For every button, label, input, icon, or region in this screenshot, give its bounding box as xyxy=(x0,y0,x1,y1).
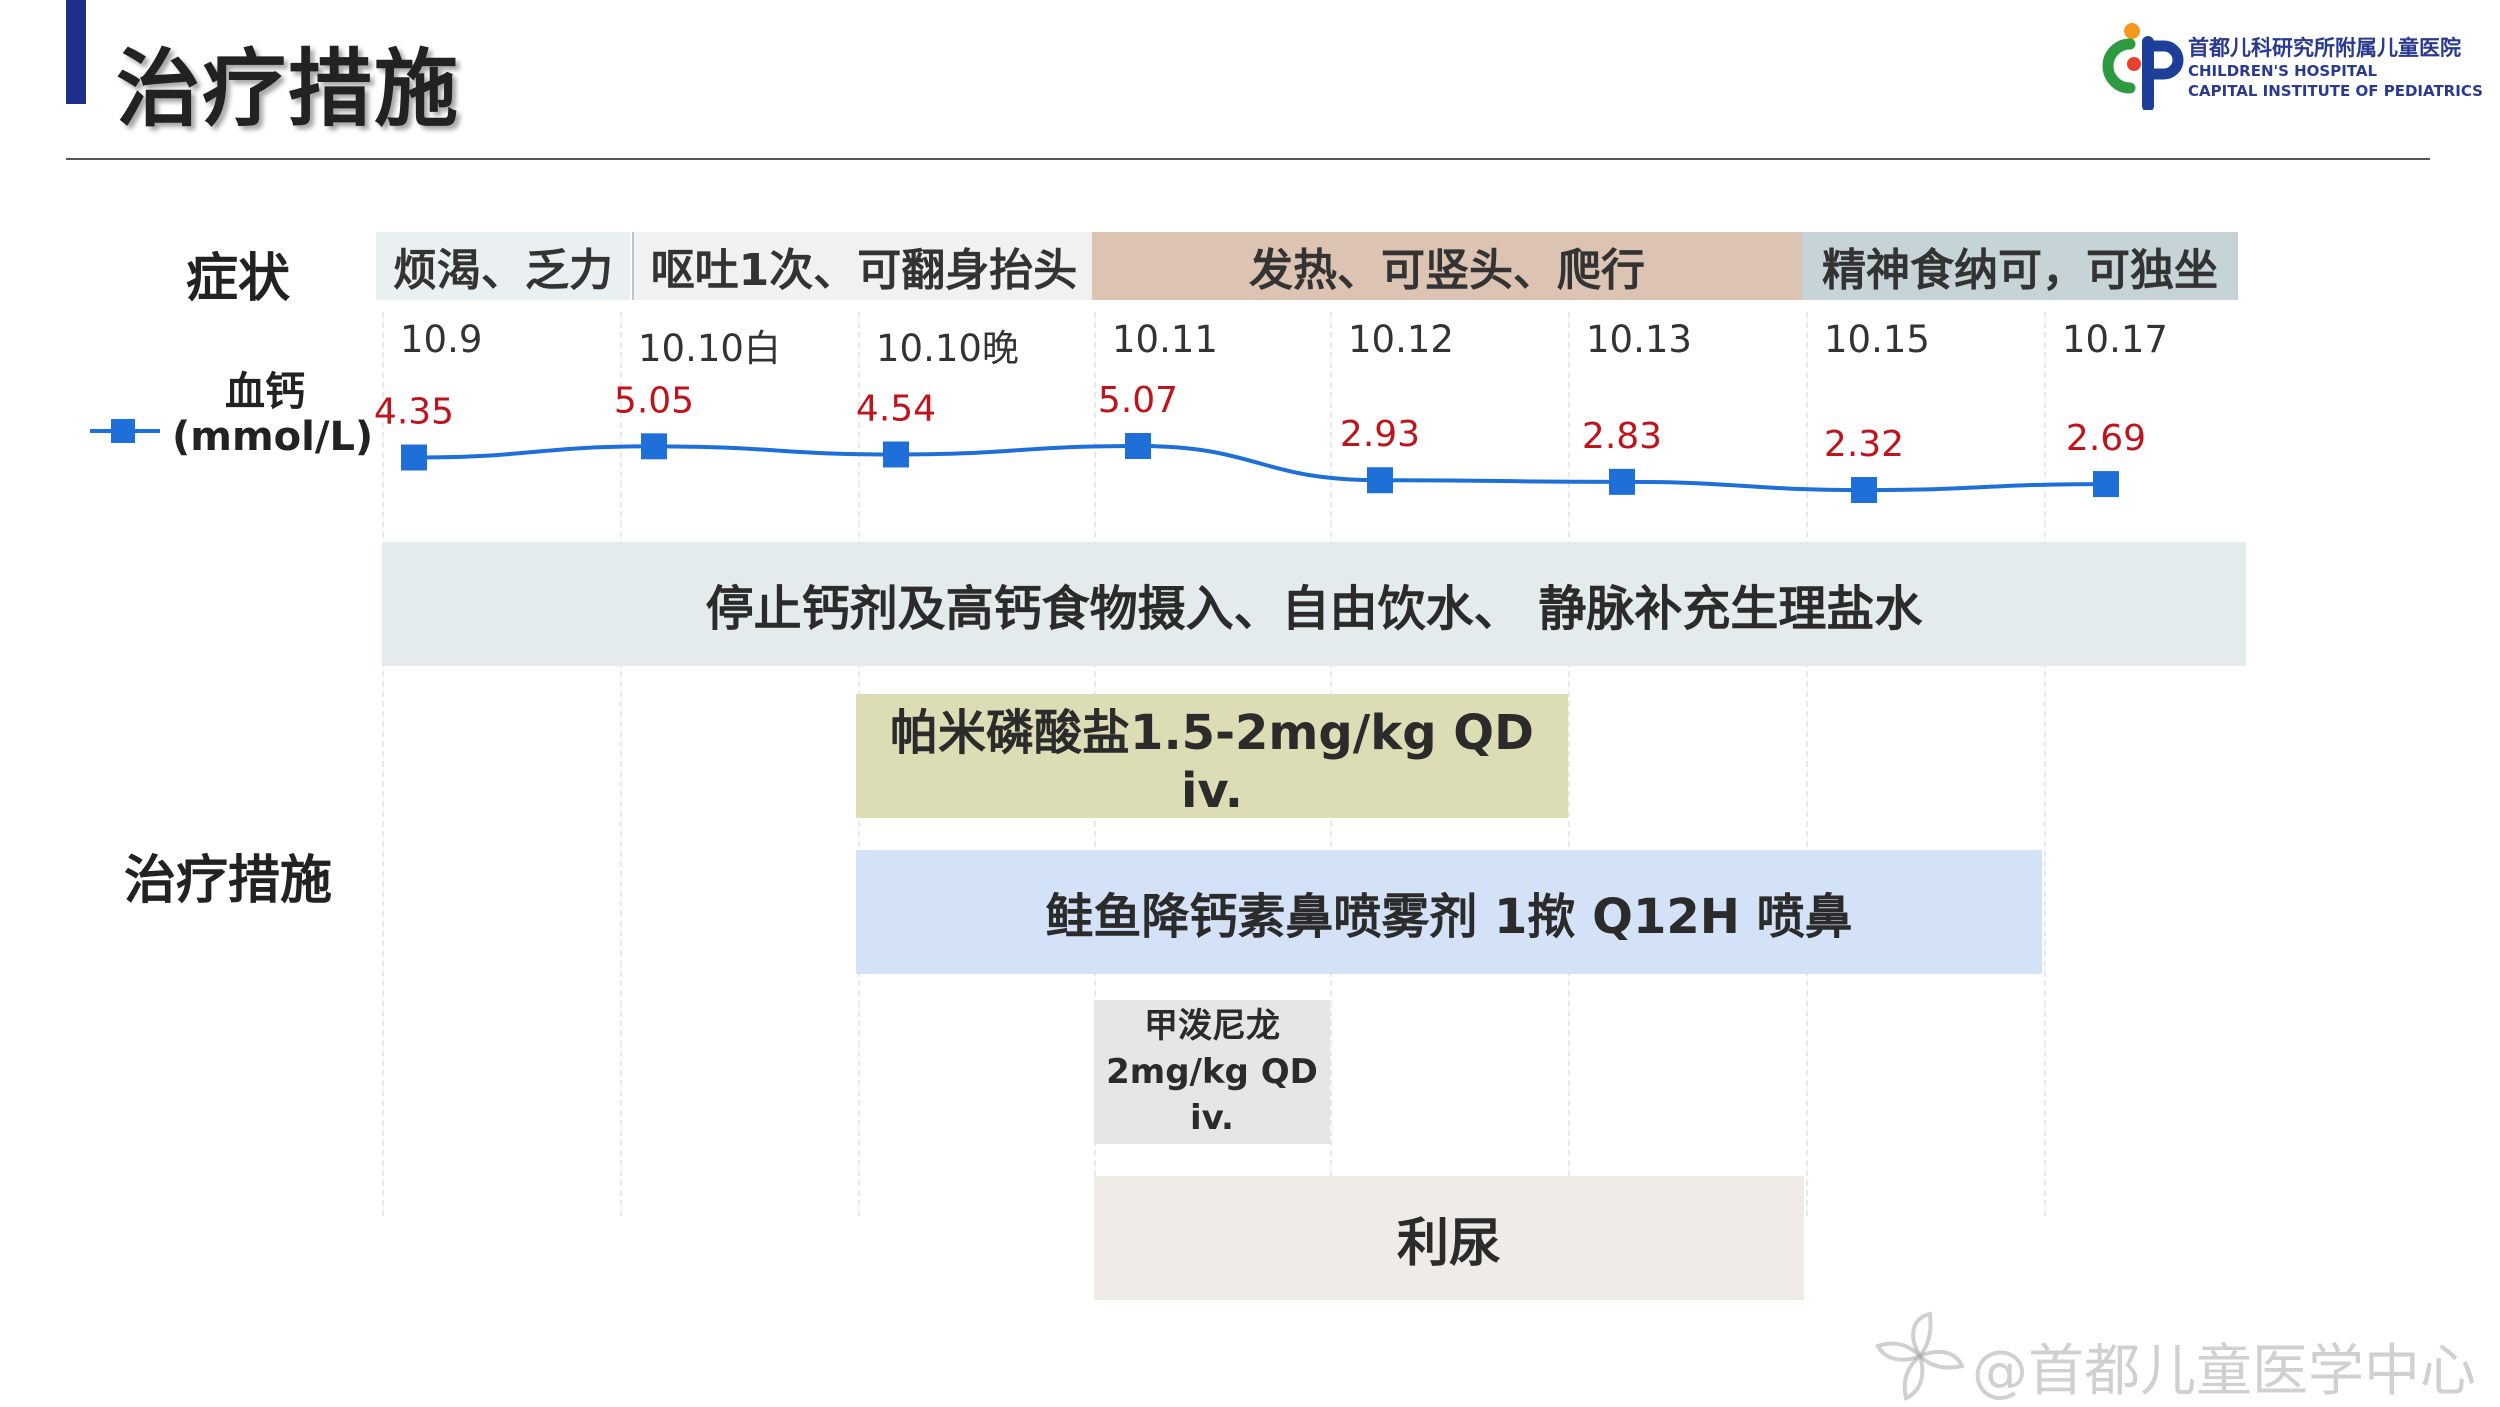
page-title: 治疗措施 xyxy=(116,40,461,138)
calcium-data-point xyxy=(1851,477,1877,503)
date-label: 10.9 xyxy=(400,318,483,361)
date-label: 10.12 xyxy=(1348,318,1454,361)
legend-series-name: 血钙 xyxy=(225,369,305,415)
date-label: 10.17 xyxy=(2062,318,2168,361)
calcium-data-label: 4.35 xyxy=(374,392,454,433)
calcium-data-label: 5.05 xyxy=(614,380,694,421)
calcium-data-label: 2.93 xyxy=(1340,414,1420,455)
date-label: 10.11 xyxy=(1112,318,1218,361)
date-label: 10.15 xyxy=(1824,318,1930,361)
calcium-data-point xyxy=(2093,471,2119,498)
calcium-data-label: 4.54 xyxy=(856,388,936,429)
treatment-bar-diuretic: 利尿 xyxy=(1094,1176,1804,1300)
grid-line xyxy=(2044,312,2046,1216)
date-label: 10.10晚 xyxy=(876,327,1019,370)
calcium-data-label: 2.83 xyxy=(1582,416,1662,457)
watermark-text: @首都儿童医学中心 xyxy=(1972,1339,2476,1404)
grid-line xyxy=(1806,312,1808,1216)
grid-line xyxy=(620,312,622,1216)
hospital-logo: 首都儿科研究所附属儿童医院 CHILDREN'S HOSPITAL CAPITA… xyxy=(2094,20,2483,110)
symptom-band: 呕吐1次、可翻身抬头 xyxy=(632,232,1094,300)
legend-series-unit: (mmol/L) xyxy=(172,414,374,460)
hospital-logo-icon xyxy=(2102,23,2184,110)
treatment-bar-calcitonin: 鲑鱼降钙素鼻喷雾剂 1揿 Q12H 喷鼻 xyxy=(856,850,2042,974)
calcium-series-line xyxy=(413,443,2107,493)
logo-chinese-name: 首都儿科研究所附属儿童医院 xyxy=(2188,36,2461,60)
calcium-data-point xyxy=(1609,468,1635,495)
watermark: @首都儿童医学中心 xyxy=(1870,1306,2500,1406)
symptom-band: 精神食纳可，可独坐 xyxy=(1802,232,2238,300)
date-label: 10.10白 xyxy=(638,327,781,370)
calcium-data-point xyxy=(641,433,667,460)
symptom-row-label: 症状 xyxy=(186,249,291,309)
logo-english-name-line2: CAPITAL INSTITUTE OF PEDIATRICS xyxy=(2188,82,2483,100)
treatment-bar-methylprednisolone: 甲泼尼龙2mg/kg QD iv. xyxy=(1094,1000,1330,1144)
calcium-data-point xyxy=(1125,433,1151,459)
treatment-bar-stop-calcium: 停止钙剂及高钙食物摄入、自由饮水、 静脉补充生理盐水 xyxy=(382,542,2246,666)
weibo-watermark-icon xyxy=(1875,1311,1965,1401)
calcium-data-label: 2.69 xyxy=(2066,418,2146,459)
logo-english-name-line1: CHILDREN'S HOSPITAL xyxy=(2188,62,2378,80)
grid-line xyxy=(1568,312,1570,1216)
calcium-data-label: 5.07 xyxy=(1098,380,1178,421)
date-label: 10.13 xyxy=(1586,318,1692,361)
calcium-data-point xyxy=(401,444,427,471)
calcium-data-label: 2.32 xyxy=(1824,424,1904,465)
symptom-band: 发热、可竖头、爬行 xyxy=(1092,232,1802,300)
symptom-band: 烦渴、乏力 xyxy=(376,232,630,300)
legend-square-marker-icon xyxy=(111,419,135,443)
header-divider xyxy=(66,158,2430,160)
title-accent-bar xyxy=(66,0,86,104)
treatment-row-label: 治疗措施 xyxy=(124,851,333,911)
calcium-data-point xyxy=(883,441,909,468)
calcium-data-point xyxy=(1367,467,1393,494)
grid-line xyxy=(382,312,384,1216)
treatment-bar-pamidronate: 帕米磷酸盐1.5-2mg/kg QD iv. xyxy=(856,694,1568,819)
